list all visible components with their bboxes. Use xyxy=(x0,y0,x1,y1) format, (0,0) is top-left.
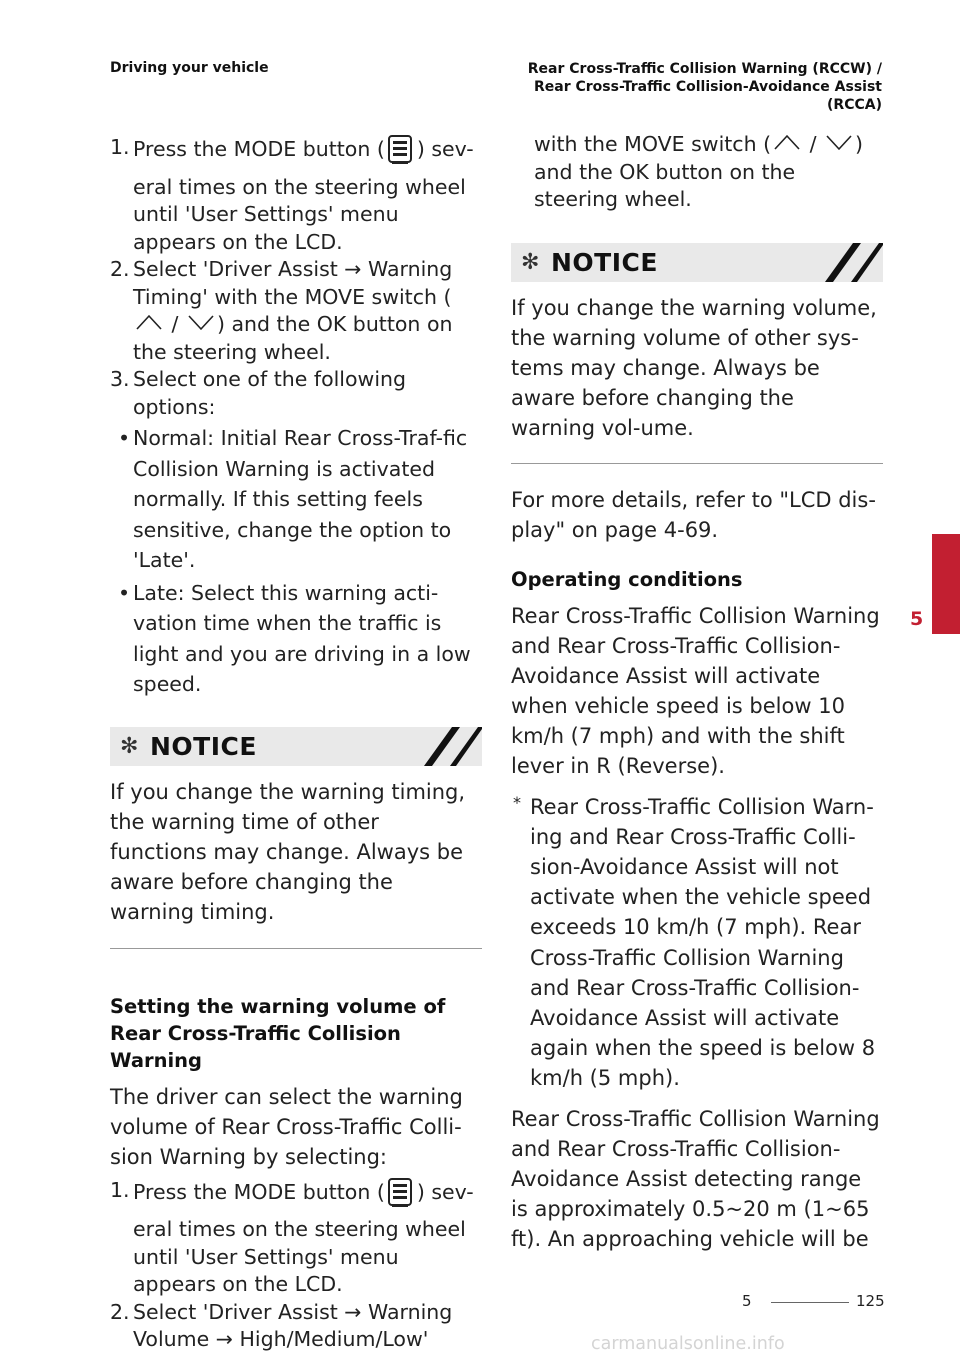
asterisk: * xyxy=(513,792,521,812)
chevron-down-icon xyxy=(187,311,215,339)
step-text: / xyxy=(165,312,185,336)
chevron-down-icon xyxy=(825,131,853,159)
mode-button-icon xyxy=(386,1177,416,1217)
step-number: 3. xyxy=(110,367,130,391)
step-number: 1. xyxy=(110,135,130,159)
bullet: • xyxy=(118,426,131,450)
notice-text: If you change the warning volume, the wa… xyxy=(511,295,877,440)
notice-title: NOTICE xyxy=(150,731,257,761)
chapter-tab xyxy=(932,534,960,634)
notice-banner: ✻ NOTICE xyxy=(110,726,482,766)
step-text: Press the MODE button ( xyxy=(133,137,385,161)
paragraph: Rear Cross-Traffic Collision Warning and… xyxy=(511,603,880,778)
step-text: ) and the OK button on the steering whee… xyxy=(534,132,864,211)
notice-asterisk-icon: ✻ xyxy=(521,249,540,275)
chevron-up-icon xyxy=(773,131,801,159)
step-text: with the MOVE switch ( xyxy=(534,132,772,156)
list-item: 2. Select 'Driver Assist → Warning Volum… xyxy=(110,1299,482,1354)
paragraph: For more details, refer to "LCD dis-play… xyxy=(511,487,876,542)
bullet-text: Normal: Initial Rear Cross-Traf-fic Coll… xyxy=(133,426,468,572)
running-header-left: Driving your vehicle xyxy=(110,60,269,76)
step-number: 2. xyxy=(110,257,130,281)
footnote-text: Rear Cross-Traffic Collision Warn-ing an… xyxy=(530,794,876,1091)
chevron-up-icon xyxy=(135,311,163,339)
footer-section-number: 5 xyxy=(742,1292,752,1310)
list-item: 1. Press the MODE button () sev-eral tim… xyxy=(110,1177,482,1299)
running-header-right-line2: Rear Cross-Traffic Collision-Avoidance A… xyxy=(534,79,882,95)
paragraph: The driver can select the warning volume… xyxy=(110,1084,463,1169)
divider xyxy=(110,947,482,949)
notice-slashes-icon xyxy=(825,242,883,282)
step-text: Press the MODE button ( xyxy=(133,1179,385,1204)
step-text: Select 'Driver Assist → Warning Timing' … xyxy=(133,257,453,309)
step-text: / xyxy=(803,132,824,156)
list-item: • Normal: Initial Rear Cross-Traf-fic Co… xyxy=(110,423,482,576)
list-item: 3. Select one of the following options: xyxy=(110,366,482,421)
mode-button-icon xyxy=(386,134,416,174)
footer-page-number: 125 xyxy=(856,1292,885,1310)
list-item: 2. Select 'Driver Assist → Warning Timin… xyxy=(110,256,482,366)
bullet-text: Late: Select this warning acti-vation ti… xyxy=(133,580,471,697)
notice-title: NOTICE xyxy=(551,247,658,277)
list-item: 1. Press the MODE button () sev-eral tim… xyxy=(110,134,482,256)
watermark: carmanualsonline.info xyxy=(591,1334,785,1354)
left-column: 1. Press the MODE button () sev-eral tim… xyxy=(110,134,482,1354)
bullet: • xyxy=(118,580,131,605)
list-item: • Late: Select this warning acti-vation … xyxy=(110,578,482,700)
divider xyxy=(511,462,883,464)
section-heading: Operating conditions xyxy=(511,567,743,591)
paragraph: Rear Cross-Traffic Collision Warning and… xyxy=(511,1106,880,1251)
running-header-right-line3: (RCCA) xyxy=(827,97,882,113)
footer-divider xyxy=(771,1302,849,1303)
step-text: ) and the OK button on the steering whee… xyxy=(133,312,453,364)
section-heading: Setting the warning volume of Rear Cross… xyxy=(110,994,446,1072)
step-text: ) sev-eral times on the steering wheel u… xyxy=(133,1179,474,1297)
step-number: 1. xyxy=(110,1177,130,1202)
notice-asterisk-icon: ✻ xyxy=(120,733,139,759)
running-header-right-line1: Rear Cross-Traffic Collision Warning (RC… xyxy=(527,61,882,77)
right-column: with the MOVE switch ( / ) and the OK bu… xyxy=(511,131,883,1254)
step-text: ) sev-eral times on the steering wheel u… xyxy=(133,137,474,254)
list-item-continued: with the MOVE switch ( / ) and the OK bu… xyxy=(511,131,883,214)
notice-slashes-icon xyxy=(424,726,482,766)
footnote: * Rear Cross-Traffic Collision Warn-ing … xyxy=(511,792,883,1094)
step-text: Select one of the following options: xyxy=(133,367,407,419)
notice-banner: ✻ NOTICE xyxy=(511,242,883,282)
running-header-right: Rear Cross-Traffic Collision Warning (RC… xyxy=(502,60,882,114)
step-text: Select 'Driver Assist → Warning Volume →… xyxy=(133,1299,453,1352)
step-number: 2. xyxy=(110,1299,130,1324)
notice-text: If you change the warning timing, the wa… xyxy=(110,779,466,924)
chapter-tab-number: 5 xyxy=(910,608,924,630)
